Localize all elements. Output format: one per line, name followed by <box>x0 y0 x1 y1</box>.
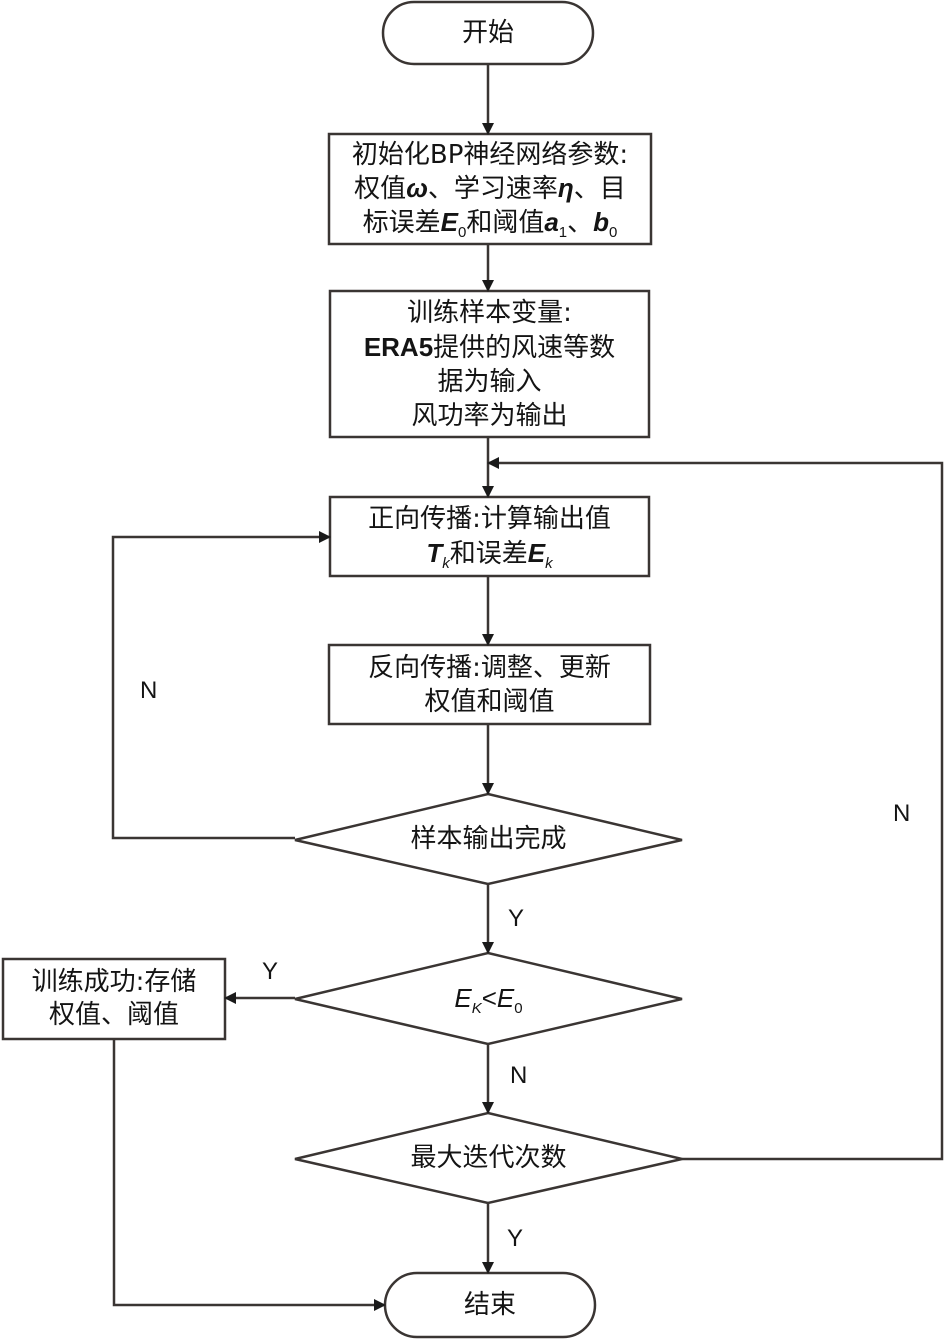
forward-line-2: Tk和误差Ek <box>426 538 553 572</box>
backward-line-2: 权值和阈值 <box>424 686 555 717</box>
edge-label-max-iter-yes: Y <box>507 1225 524 1252</box>
edge-label-error-yes: Y <box>262 958 279 985</box>
train-vars-line-1: 训练样本变量: <box>407 297 572 328</box>
edge-label-error-no: N <box>510 1062 528 1089</box>
edge-label-sample-done-yes: Y <box>508 905 525 932</box>
train-vars-line-3: 据为输入 <box>437 366 542 397</box>
backward-box-shape <box>327 643 652 726</box>
sample-done-node: 样本输出完成 <box>295 794 682 884</box>
sample-done-label: 样本输出完成 <box>410 823 567 854</box>
eta-symbol: η <box>557 172 574 203</box>
threshold-b-symbol: b <box>593 206 610 237</box>
edge-maxiter-no-loop <box>487 457 944 1161</box>
target-error-symbol: E <box>440 206 458 237</box>
omega-symbol: ω <box>406 172 428 203</box>
forward-node: 正向传播:计算输出值 Tk和误差Ek <box>330 497 649 576</box>
backward-line-1: 反向传播:调整、更新 <box>368 652 611 683</box>
edge-label-max-iter-no: N <box>893 800 911 827</box>
success-line-2: 权值、阈值 <box>48 1000 179 1030</box>
init-line-1: 初始化BP神经网络参数: <box>351 139 629 170</box>
start-label: 开始 <box>461 17 514 48</box>
max-iter-label: 最大迭代次数 <box>410 1142 567 1173</box>
forward-box-shape <box>328 495 651 578</box>
train-vars-node: 训练样本变量: ERA5提供的风速等数 据为输入 风功率为输出 <box>330 291 649 437</box>
init-node: 初始化BP神经网络参数: 权值ω、学习速率η、目 标误差E0和阈值a1、b0 <box>329 134 651 244</box>
edge-success-end <box>112 1039 386 1311</box>
train-vars-line-4: 风功率为输出 <box>411 400 568 431</box>
end-label: 结束 <box>463 1289 516 1320</box>
success-line-1: 训练成功:存储 <box>31 967 197 997</box>
init-line-2: 权值ω、学习速率η、目 <box>354 172 626 204</box>
backward-node: 反向传播:调整、更新 权值和阈值 <box>329 645 650 724</box>
threshold-a-symbol: a <box>544 206 559 237</box>
train-vars-line-2: ERA5提供的风速等数 <box>363 331 616 363</box>
forward-line-1: 正向传播:计算输出值 <box>368 504 611 534</box>
start-node: 开始 <box>383 2 593 64</box>
error-check-label: EK<E0 <box>454 982 523 1017</box>
success-node: 训练成功:存储 权值、阈值 <box>3 959 225 1039</box>
error-check-node: EK<E0 <box>295 953 682 1044</box>
max-iter-node: 最大迭代次数 <box>295 1113 682 1203</box>
end-node: 结束 <box>385 1273 595 1337</box>
init-line-3: 标误差E0和阈值a1、b0 <box>362 206 618 241</box>
init-box-shape <box>327 132 653 246</box>
edge-sampledone-no-loop <box>111 531 331 840</box>
edge-label-sample-done-no: N <box>140 677 158 704</box>
